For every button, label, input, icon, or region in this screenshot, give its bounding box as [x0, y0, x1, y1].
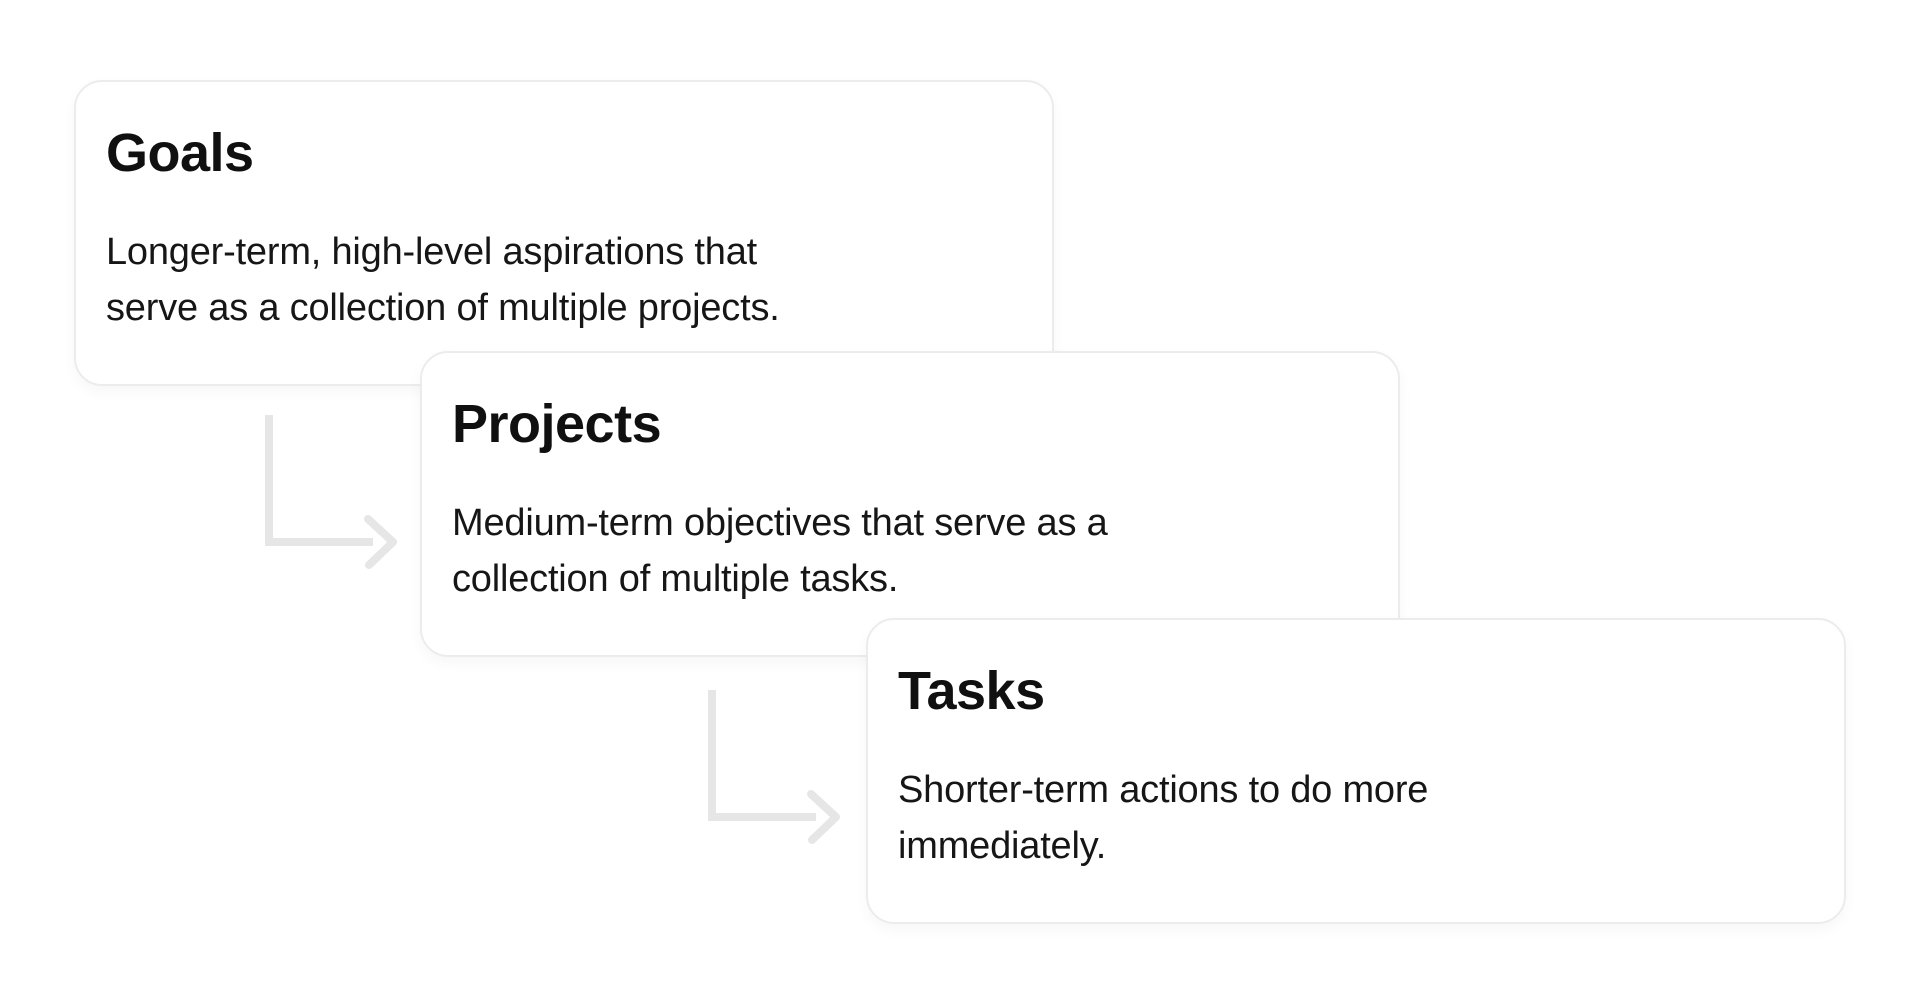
- description-line: Longer-term, high-level aspirations that: [106, 230, 758, 273]
- goals-card: Goals Longer-term, high-level aspiration…: [74, 80, 1054, 386]
- projects-to-tasks-elbow-arrow-icon: [708, 690, 840, 844]
- tasks-card-description: Shorter-term actions to do more immediat…: [898, 762, 1814, 874]
- tasks-card: Tasks Shorter-term actions to do more im…: [866, 618, 1846, 924]
- description-line: Shorter-term actions to do more: [898, 768, 1429, 811]
- projects-card-title: Projects: [452, 394, 662, 454]
- goals-to-projects-elbow-arrow-icon: [265, 415, 397, 569]
- projects-card: Projects Medium-term objectives that ser…: [420, 351, 1400, 657]
- projects-card-description: Medium-term objectives that serve as a c…: [452, 495, 1368, 607]
- description-line: immediately.: [898, 824, 1107, 867]
- description-line: serve as a collection of multiple projec…: [106, 286, 780, 329]
- description-line: collection of multiple tasks.: [452, 557, 899, 600]
- goals-card-title: Goals: [106, 123, 254, 183]
- description-line: Medium-term objectives that serve as a: [452, 501, 1108, 544]
- tasks-card-title: Tasks: [898, 661, 1045, 721]
- goals-card-description: Longer-term, high-level aspirations that…: [106, 224, 1022, 336]
